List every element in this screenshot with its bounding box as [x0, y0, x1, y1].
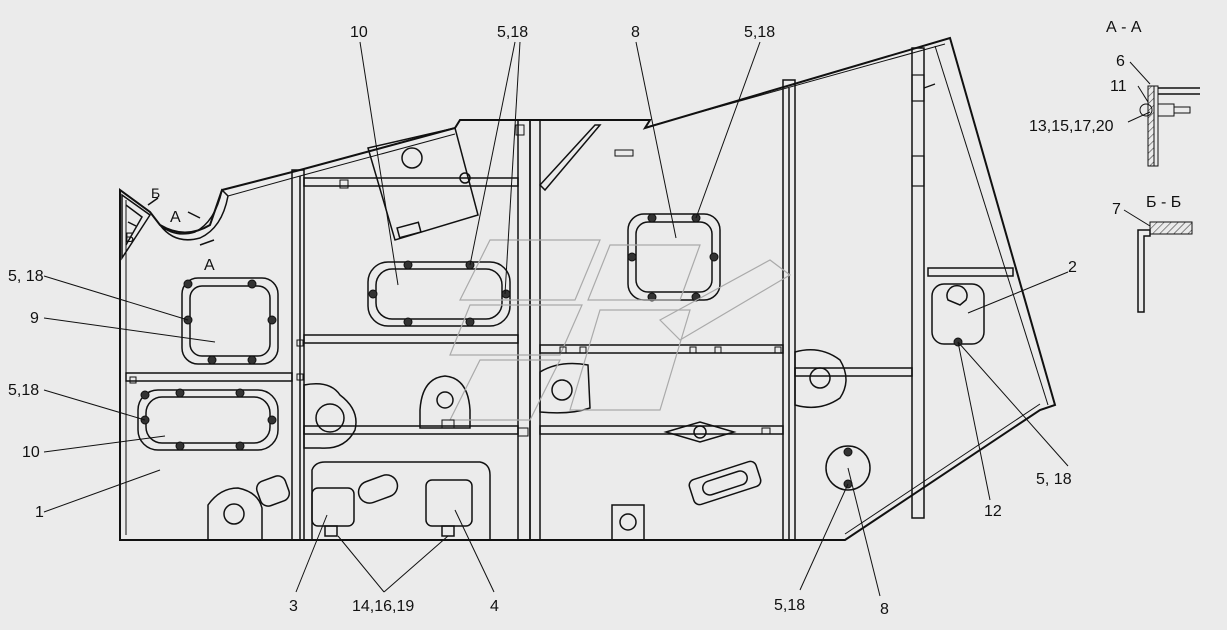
right-member-details — [911, 74, 936, 187]
hatch-cover-9 — [181, 277, 279, 365]
label-8-top: 8 — [631, 24, 640, 41]
callout-labels: 10 5,18 8 5,18 5, 18 9 5,18 10 1 3 14,16… — [8, 24, 1077, 618]
label-4: 4 — [490, 598, 499, 615]
watermark-logo — [449, 239, 792, 421]
section-mark-letters: Б Б А А — [125, 185, 215, 274]
lower-compartment — [255, 460, 762, 540]
section-bb-label-7: 7 — [1112, 201, 1121, 218]
mark-b-left: Б — [125, 229, 134, 245]
mark-a-lower: А — [204, 257, 215, 274]
section-aa-label-11: 11 — [1110, 78, 1127, 95]
label-518-b: 5,18 — [744, 24, 775, 41]
corner-bracket — [121, 188, 229, 261]
frame-posts — [291, 47, 925, 541]
hatch-cover-10-top — [367, 261, 511, 327]
mark-a-upper: А — [170, 209, 181, 226]
section-aa-label-13: 13,15,17,20 — [1029, 118, 1114, 135]
small-fasteners — [129, 124, 782, 437]
hinge-plate — [367, 127, 479, 241]
label-8-bottom: 8 — [880, 601, 889, 618]
label-14-16-19: 14,16,19 — [352, 598, 414, 615]
section-aa-title: А - А — [1106, 19, 1142, 36]
label-1: 1 — [35, 504, 44, 521]
label-518-bottom: 5,18 — [774, 597, 805, 614]
label-2: 2 — [1068, 259, 1077, 276]
section-aa-label-6: 6 — [1116, 53, 1125, 70]
section-aa-detail: А - А 6 11 13,15,17,20 — [1029, 19, 1200, 167]
section-bb-title: Б - Б — [1146, 194, 1181, 211]
section-cut-marks — [127, 197, 215, 246]
diagonal-strut — [538, 124, 602, 192]
frame-rails — [125, 177, 1014, 435]
label-10-left: 10 — [22, 444, 40, 461]
label-9: 9 — [30, 310, 39, 327]
label-518-left1: 5, 18 — [8, 268, 44, 285]
hatch-cover-10-left — [137, 389, 279, 451]
label-3: 3 — [289, 598, 298, 615]
bolts — [140, 213, 963, 489]
leader-lines — [43, 41, 1069, 597]
label-12: 12 — [984, 503, 1002, 520]
mark-b-top: Б — [151, 185, 160, 201]
label-518-left2: 5,18 — [8, 382, 39, 399]
panel-outline — [119, 36, 1057, 541]
mount-brackets — [207, 349, 847, 541]
label-518-right: 5, 18 — [1036, 471, 1072, 488]
label-10-top: 10 — [350, 24, 368, 41]
hatch-cover-8-bottom — [825, 445, 871, 491]
label-518-a: 5,18 — [497, 24, 528, 41]
hatch-cover-2 — [931, 283, 985, 345]
section-bb-detail: Б - Б 7 — [1112, 194, 1193, 313]
